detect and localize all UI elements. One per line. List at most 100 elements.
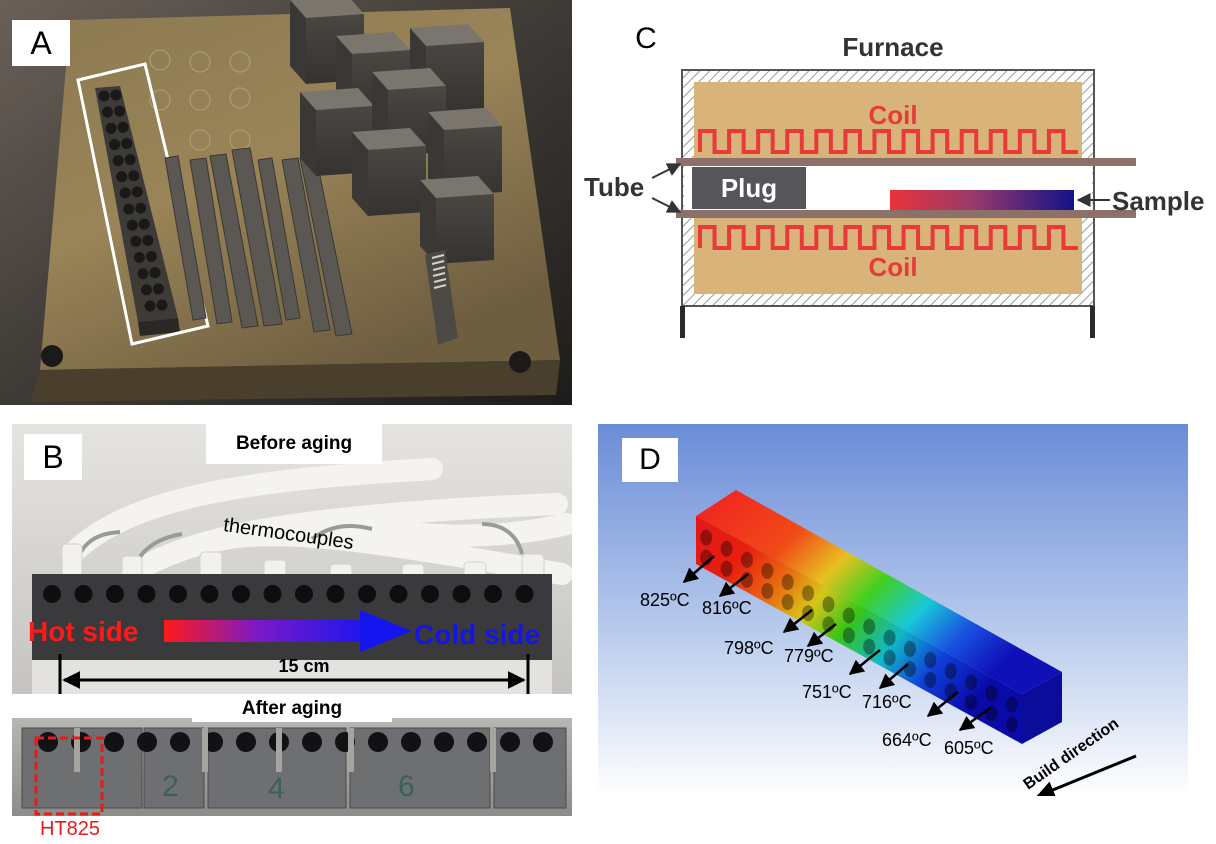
sim-hole bbox=[720, 540, 733, 557]
bar-hole bbox=[149, 267, 161, 279]
sim-hole bbox=[1005, 696, 1018, 713]
sim-hole bbox=[924, 651, 937, 668]
highlight-box bbox=[76, 62, 210, 346]
comb-specimen bbox=[425, 250, 458, 345]
sim-hole bbox=[944, 663, 957, 680]
gradient-bar-sample bbox=[95, 86, 180, 336]
ht825-highlight bbox=[34, 736, 104, 816]
bar-hole bbox=[102, 106, 114, 118]
panel-a: A bbox=[0, 0, 572, 405]
sim-hole bbox=[965, 694, 978, 711]
tube-label: Tube bbox=[584, 172, 644, 202]
bar-hole bbox=[232, 585, 250, 603]
cold-side-label: Cold side bbox=[414, 619, 540, 650]
bar-top-face bbox=[696, 490, 1062, 694]
tube-wall-bottom bbox=[676, 210, 1136, 218]
sim-hole bbox=[720, 560, 733, 577]
sim-hole bbox=[761, 582, 774, 599]
cut-slot bbox=[74, 728, 80, 772]
bar-hole bbox=[145, 251, 157, 263]
panel-d-label: D bbox=[622, 438, 678, 482]
sim-hole bbox=[761, 562, 774, 579]
bar-hole bbox=[98, 90, 110, 102]
coil-bottom bbox=[698, 225, 1078, 250]
panel-b-photos: Hot side Cold side thermocouples 15 cm 2… bbox=[12, 424, 572, 816]
build-direction-arrow bbox=[1036, 754, 1137, 796]
bar-hole bbox=[515, 585, 534, 603]
temperature-arrows bbox=[682, 555, 991, 732]
sample-bar bbox=[890, 190, 1074, 210]
bar-hole bbox=[110, 89, 122, 101]
bar-hole bbox=[114, 105, 126, 117]
temperature-labels: 825ºC 816ºC 798ºC 779ºC 751ºC 716ºC 664º… bbox=[640, 590, 994, 758]
sim-hole bbox=[863, 618, 876, 635]
after-aging-title: After aging bbox=[192, 696, 392, 722]
svg-text:2: 2 bbox=[162, 770, 179, 803]
sim-hole bbox=[883, 649, 896, 666]
bar-hole bbox=[326, 585, 345, 603]
bar-hole bbox=[74, 585, 93, 603]
sim-hole bbox=[781, 594, 794, 611]
sim-hole bbox=[700, 529, 713, 546]
bar-hole bbox=[131, 186, 143, 198]
panel-b-label: B bbox=[24, 434, 82, 480]
bar-hole bbox=[421, 585, 439, 603]
svg-text:816ºC: 816ºC bbox=[702, 598, 752, 618]
tube-arrow-top bbox=[651, 163, 682, 179]
furnace-schematic: Plug Furnace Coil Coil Tube Sample bbox=[584, 32, 1205, 338]
dimension-label: 15 cm bbox=[278, 656, 329, 676]
bar-hole bbox=[109, 138, 121, 150]
svg-text:751ºC: 751ºC bbox=[802, 682, 852, 702]
aged-bar-hole bbox=[368, 732, 388, 752]
bar-hole bbox=[200, 585, 219, 603]
panel-c: Plug Furnace Coil Coil Tube Sample C bbox=[572, 0, 1216, 405]
bar-hole bbox=[389, 585, 408, 603]
aged-bar-hole bbox=[302, 732, 322, 752]
bar-hole bbox=[124, 154, 136, 166]
panel-d: 825ºC 816ºC 798ºC 779ºC 751ºC 716ºC 664º… bbox=[598, 424, 1188, 796]
bar-hole bbox=[133, 252, 145, 264]
bar-hole bbox=[43, 585, 61, 603]
bar-hole bbox=[140, 284, 152, 296]
cube bbox=[352, 128, 426, 216]
bar-hole bbox=[484, 585, 502, 603]
svg-text:6: 6 bbox=[398, 770, 415, 803]
bar-hole bbox=[156, 299, 168, 311]
bar-hole bbox=[121, 137, 133, 149]
plug bbox=[692, 167, 806, 209]
aged-bar-hole bbox=[434, 732, 454, 752]
bar-hole bbox=[112, 155, 124, 167]
bar-hole bbox=[126, 219, 138, 231]
sim-hole bbox=[842, 627, 855, 644]
hot-side-label: Hot side bbox=[28, 616, 138, 647]
coil-top bbox=[698, 129, 1078, 154]
temperature-simulation: 825ºC 816ºC 798ºC 779ºC 751ºC 716ºC 664º… bbox=[598, 424, 1188, 796]
piece-marks: 2 4 6 bbox=[162, 770, 415, 805]
sim-hole bbox=[924, 671, 937, 688]
furnace-title: Furnace bbox=[842, 32, 943, 62]
hot-cold-gradient bbox=[164, 620, 374, 642]
coil-bottom-label: Coil bbox=[868, 252, 917, 282]
aged-bar-hole bbox=[500, 732, 520, 752]
aged-bar-hole bbox=[236, 732, 256, 752]
bar-front-face bbox=[696, 516, 1022, 744]
tube-arrow-bottom bbox=[651, 197, 682, 213]
sim-hole bbox=[822, 596, 835, 613]
tube-wall-top bbox=[676, 158, 1136, 166]
sim-hole bbox=[1005, 716, 1018, 733]
svg-text:664ºC: 664ºC bbox=[882, 730, 932, 750]
panel-a-label: A bbox=[12, 20, 70, 66]
sim-hole bbox=[781, 574, 794, 591]
coil-top-label: Coil bbox=[868, 100, 917, 130]
cut-slot bbox=[490, 728, 496, 772]
svg-text:825ºC: 825ºC bbox=[640, 590, 690, 610]
bar-hole bbox=[106, 585, 124, 603]
svg-text:605ºC: 605ºC bbox=[944, 738, 994, 758]
tensile-specimens bbox=[164, 147, 353, 337]
bar-hole bbox=[135, 202, 147, 214]
aged-bar-hole bbox=[467, 732, 487, 752]
hot-cold-arrowhead bbox=[360, 610, 412, 652]
bar-end-face bbox=[1022, 672, 1062, 744]
bar-hole bbox=[130, 235, 142, 247]
bar-hole bbox=[137, 268, 149, 280]
